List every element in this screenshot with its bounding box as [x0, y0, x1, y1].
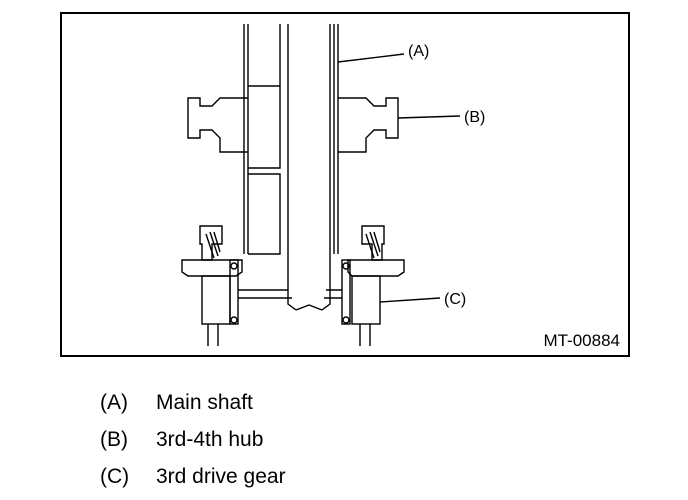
right-gear-collar — [341, 259, 351, 325]
legend-text: Main shaft — [156, 391, 253, 414]
main-shaft-right-line — [321, 24, 331, 311]
right-gear-pin-top — [342, 262, 350, 270]
legend-key: (B) — [100, 428, 128, 451]
callout-a: (A) — [408, 43, 429, 60]
left-synchro — [199, 225, 223, 261]
right-gear-pin-bottom — [342, 316, 350, 324]
left-synchro-detail — [205, 231, 221, 259]
figure-code: MT-00884 — [543, 331, 620, 350]
left-gear-collar — [229, 259, 239, 325]
left-gear-pin-bottom — [230, 316, 238, 324]
right-link-bars — [324, 289, 342, 299]
callout-b: (B) — [464, 109, 485, 126]
leader-a — [337, 53, 405, 63]
right-gear-top — [347, 259, 405, 277]
left-link-bars — [238, 289, 292, 299]
diagram-figure: (A) (B) (C) MT-00884 — [60, 12, 630, 357]
legend-text: 3rd-4th hub — [156, 428, 264, 451]
left-hub-block-lower — [248, 173, 281, 255]
left-hub-flange — [187, 97, 248, 153]
leader-b — [397, 115, 461, 119]
legend-key: (A) — [100, 391, 128, 414]
left-gear-top — [181, 259, 243, 277]
left-hub-block-upper — [248, 85, 281, 169]
right-gear-body — [351, 275, 381, 325]
leader-c — [379, 297, 441, 303]
right-gear-stem — [359, 324, 371, 346]
left-gear-stem — [207, 324, 219, 346]
left-gear-pin-top — [230, 262, 238, 270]
main-shaft-left-line — [287, 24, 297, 311]
left-gear-body — [201, 275, 231, 325]
right-hub-flange — [338, 97, 399, 153]
legend-text: 3rd drive gear — [156, 465, 286, 488]
legend-key: (C) — [100, 465, 130, 488]
callout-c: (C) — [444, 291, 466, 308]
right-synchro-detail — [365, 231, 381, 259]
shaft-tip — [295, 304, 323, 311]
shaft-drawing: (A) (B) (C) — [181, 24, 485, 346]
